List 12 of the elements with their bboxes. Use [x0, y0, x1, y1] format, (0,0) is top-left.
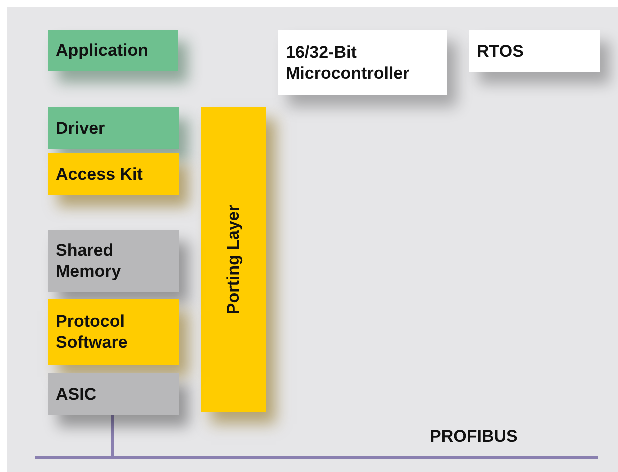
layer-box: 16/32-Bit Microcontroller — [278, 30, 447, 95]
layer-box: Access Kit — [48, 153, 179, 195]
connector-line — [112, 415, 114, 456]
layer-box: Protocol Software — [48, 299, 179, 365]
layer-box: RTOS — [469, 30, 600, 72]
layer-box: ASIC — [48, 373, 179, 415]
layer-box: Shared Memory — [48, 230, 179, 292]
layer-box: Application — [48, 30, 178, 71]
vertical-layer-box: Porting Layer — [201, 107, 266, 412]
bus-line — [35, 456, 598, 459]
bus-label: PROFIBUS — [430, 427, 518, 447]
layer-box: Driver — [48, 107, 179, 149]
